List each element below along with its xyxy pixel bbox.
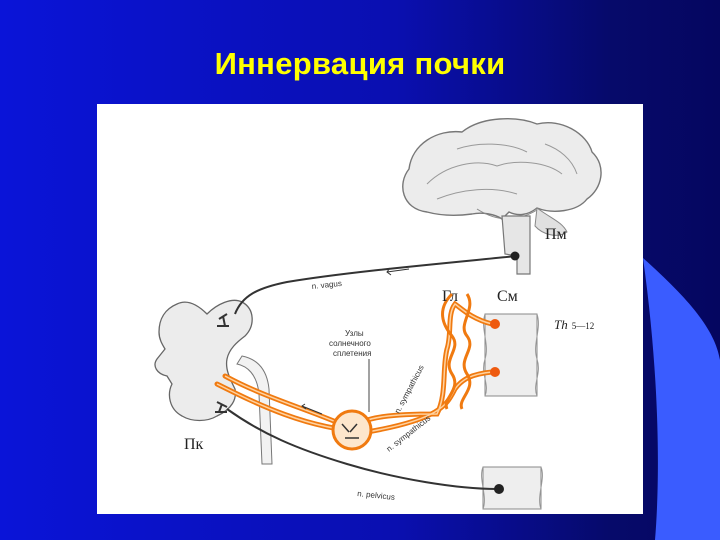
spinal-upper-dot xyxy=(490,319,500,329)
sympathetic-nerve-inner xyxy=(216,302,493,433)
pelvic-origin-dot xyxy=(494,484,504,494)
spinal-cord-segment-lower xyxy=(481,466,543,510)
slide-title: Иннервация почки xyxy=(214,46,506,81)
vagus-nerve-path xyxy=(234,255,518,315)
kidney-illustration xyxy=(154,299,273,465)
vagus-origin-dot xyxy=(510,251,520,261)
brain-illustration xyxy=(402,118,602,275)
medulla-label: Пм xyxy=(545,226,567,243)
kidney-nerve-terminals xyxy=(215,313,229,413)
vagus-direction-arrow xyxy=(386,267,410,276)
kidney-innervation-diagram: Пм Пк n. vagus n. pelvicus xyxy=(97,104,643,514)
thoracic-segments-label: 5—12 xyxy=(572,321,595,331)
sympathicus-label-upper: n. sympathicus xyxy=(393,364,426,415)
plexus-label-line1: Узлы xyxy=(345,329,364,338)
spinal-lower-dot xyxy=(490,367,500,377)
kidney-label: Пк xyxy=(184,436,204,453)
spinal-cord-label: См xyxy=(497,288,518,305)
sympathicus-label-lower: n. sympathicus xyxy=(385,414,433,454)
plexus-label-line2: солнечного xyxy=(329,339,371,348)
vagus-label: n. vagus xyxy=(311,279,342,291)
sympathetic-direction-arrow xyxy=(301,403,323,415)
pelvicus-label: n. pelvicus xyxy=(357,489,396,502)
plexus-label-line3: сплетения xyxy=(333,349,371,358)
celiac-ganglion-synapse xyxy=(341,423,359,439)
sympathetic-ganglion-chain xyxy=(441,292,472,410)
ganglion-label: Гл xyxy=(442,288,458,305)
pelvic-nerve-path xyxy=(226,408,498,490)
